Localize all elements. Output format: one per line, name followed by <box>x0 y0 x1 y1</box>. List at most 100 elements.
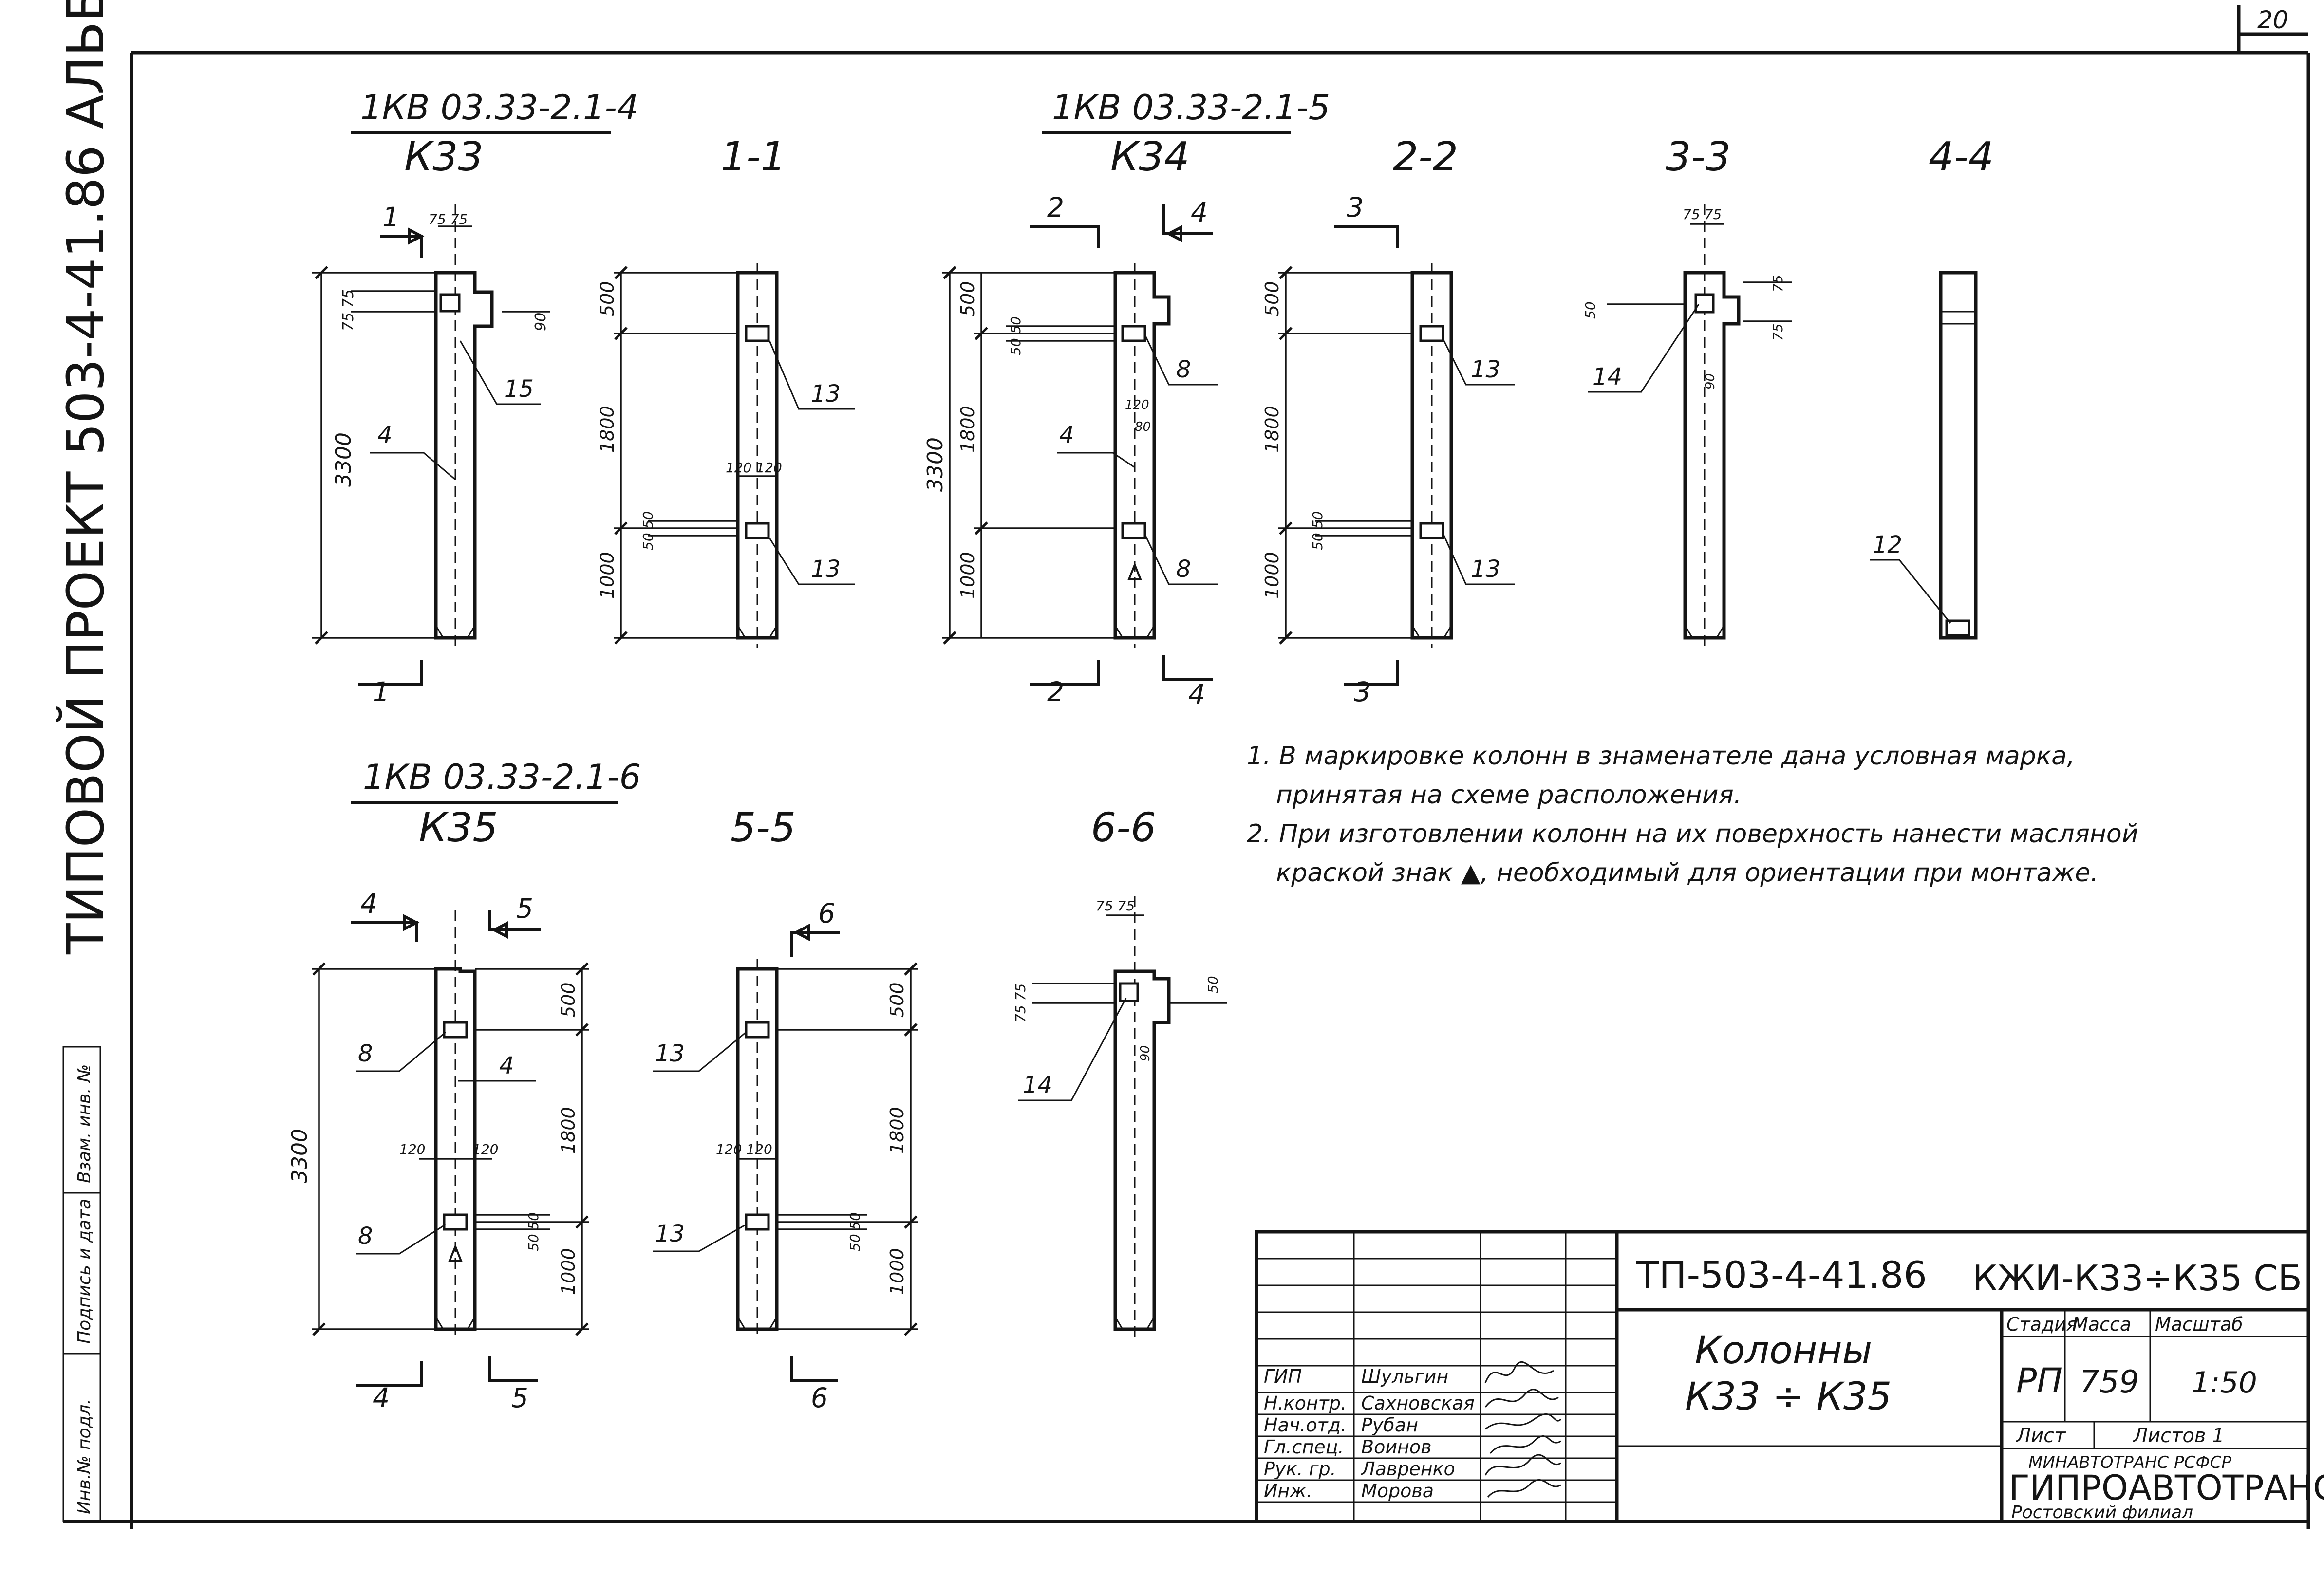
k34-dim-3300: 3300 <box>923 437 948 492</box>
k33-dim-75-75-top: 75 75 <box>429 211 468 227</box>
header-stage: Стадия <box>2006 1314 2078 1335</box>
s55-pos-13-bottom: 13 <box>655 1220 685 1247</box>
notes: 1. В маркировке колонн в знаменателе дан… <box>1247 742 2138 888</box>
s55-dim-1800: 1800 <box>886 1107 908 1154</box>
s33-dim-50: 50 <box>1582 301 1598 319</box>
s33-dim-75-bottom: 75 <box>1770 323 1786 341</box>
s55-mark-6-top: 6 <box>818 898 835 929</box>
sheet-number: 20 <box>2257 6 2288 34</box>
scale-value: 1:50 <box>2192 1366 2257 1400</box>
drawing-title-line-1: Колонны <box>1695 1329 1872 1373</box>
k34-dim-1000: 1000 <box>957 552 978 599</box>
s66-dim-50: 50 <box>1205 976 1221 993</box>
k35-mark-4-top: 4 <box>360 888 377 919</box>
drawing-title-line-2: К33 ÷ К35 <box>1685 1375 1892 1419</box>
view-titles: 1КВ 03.33-2.1-4 К33 1-1 1КВ 03.33-2.1-5 … <box>351 88 1994 851</box>
s55-dim-120-120: 120 120 <box>716 1141 772 1157</box>
k35-dim-120-right: 120 <box>472 1141 498 1157</box>
k35-mark-5-top: 5 <box>516 893 533 924</box>
k34-dim-1800: 1800 <box>957 406 978 453</box>
s55-pos-13-top: 13 <box>655 1040 685 1067</box>
name-row-6: Морова <box>1361 1480 1434 1502</box>
role-row-4: Гл.спец. <box>1264 1436 1344 1458</box>
stamp-replacement: Взам. инв. № <box>75 1064 94 1183</box>
name-row-5: Лавренко <box>1360 1458 1455 1480</box>
branch: Ростовский филиал <box>2011 1503 2193 1522</box>
role-row-5: Рук. гр. <box>1264 1458 1336 1480</box>
title-block: ТП-503-4-41.86 КЖИ-К33÷К35 СБ Колонны К3… <box>1255 1230 2324 1523</box>
s22-dim-1000: 1000 <box>1261 552 1283 599</box>
view-k34: 3300 500 1800 1000 50 50 120 80 2 4 2 4 … <box>923 192 1218 710</box>
role-row-1: ГИП <box>1264 1366 1302 1387</box>
k34-mark-4-bottom: 4 <box>1188 679 1205 710</box>
section-4-4-title: 4-4 <box>1929 134 1994 180</box>
stamp-inventory: Инв.№ подл. <box>75 1399 94 1514</box>
organization: ГИПРОАВТОТРАНС <box>2009 1468 2324 1508</box>
k33-section-mark-1-bottom: 1 <box>373 676 390 707</box>
k35-dim-3300: 3300 <box>287 1129 312 1183</box>
header-mass: Масса <box>2072 1314 2131 1335</box>
k35-pos-4: 4 <box>499 1052 514 1079</box>
k34-code: 1КВ 03.33-2.1-5 <box>1052 88 1330 128</box>
k34-dim-500: 500 <box>957 281 978 316</box>
k33-dim-75-75: 75 75 <box>340 289 357 331</box>
header-sheets: Листов 1 <box>2132 1425 2225 1447</box>
s22-dim-500: 500 <box>1261 281 1283 316</box>
side-stamp: Инв.№ подл. Подпись и дата Взам. инв. № <box>62 1046 101 1522</box>
s55-mark-6-bottom: 6 <box>811 1382 828 1413</box>
s11-dim-1800: 1800 <box>597 406 618 453</box>
role-row-6: Инж. <box>1264 1480 1312 1502</box>
view-section-3-3: 75 75 50 75 75 90 14 <box>1582 204 1792 648</box>
name-row-3: Рубан <box>1361 1414 1418 1436</box>
s11-pos-13-bottom: 13 <box>811 556 841 583</box>
s11-dim-500: 500 <box>597 281 618 316</box>
k35-dim-50-50: 50 50 <box>525 1212 542 1251</box>
name-row-1: Шульгин <box>1361 1366 1448 1387</box>
header-sheet: Лист <box>2015 1425 2066 1447</box>
k35-mark-4-bottom: 4 <box>373 1382 390 1413</box>
note-1-line-1: 1. В маркировке колонн в знаменателе дан… <box>1247 742 2075 771</box>
view-section-1-1: 500 1800 1000 50 50 120 120 13 13 <box>597 263 855 648</box>
view-section-4-4: 12 <box>1870 271 1978 640</box>
s11-dim-120-120: 120 120 <box>726 460 782 476</box>
k33-pos-15: 15 <box>504 375 534 403</box>
k35-name: К35 <box>419 805 498 851</box>
role-row-2: Н.контр. <box>1264 1392 1347 1414</box>
s33-dim-75-top: 75 <box>1770 275 1786 292</box>
stamp-signature-date: Подпись и дата <box>75 1199 94 1344</box>
s33-pos-14: 14 <box>1593 363 1622 390</box>
k33-code: 1КВ 03.33-2.1-4 <box>360 88 638 128</box>
sheet-code: КЖИ-К33÷К35 СБ <box>1972 1258 2302 1299</box>
k35-pos-8-bottom: 8 <box>358 1223 373 1250</box>
view-section-5-5: 500 1800 1000 50 50 120 120 6 6 13 13 <box>653 898 918 1413</box>
k35-dim-1800: 1800 <box>558 1107 579 1154</box>
s66-dim-90: 90 <box>1138 1045 1153 1061</box>
k33-dim-3300: 3300 <box>331 432 356 487</box>
k33-name: К33 <box>404 134 484 180</box>
k34-name: К34 <box>1110 134 1190 180</box>
note-1-line-2: принятая на схеме расположения. <box>1276 780 1742 810</box>
doc-code: ТП-503-4-41.86 <box>1636 1253 1927 1297</box>
view-section-2-2: 500 1800 1000 50 50 3 3 13 13 <box>1261 192 1515 707</box>
k34-mark-2-bottom: 2 <box>1047 676 1064 707</box>
note-2-line-1: 2. При изготовлении колонн на их поверхн… <box>1247 819 2138 849</box>
k35-pos-8-top: 8 <box>358 1040 373 1067</box>
k34-pos-8-top: 8 <box>1176 356 1191 383</box>
k33-pos-4: 4 <box>377 422 393 449</box>
s66-dim-75-75-left: 75 75 <box>1012 984 1029 1022</box>
section-5-5-title: 5-5 <box>731 805 796 851</box>
s22-mark-3-bottom: 3 <box>1354 676 1371 707</box>
role-row-3: Нач.отд. <box>1264 1414 1347 1436</box>
s66-pos-14: 14 <box>1023 1072 1052 1099</box>
view-k33: 3300 75 75 75 75 90 1 1 4 15 <box>312 202 550 707</box>
s55-dim-500: 500 <box>886 982 908 1018</box>
s33-dim-75-75: 75 75 <box>1683 206 1722 223</box>
s33-dim-90: 90 <box>1703 373 1718 390</box>
s55-dim-1000: 1000 <box>886 1248 908 1295</box>
k35-code: 1КВ 03.33-2.1-6 <box>363 757 641 797</box>
header-scale: Масштаб <box>2155 1314 2243 1335</box>
k35-mark-5-bottom: 5 <box>511 1382 528 1413</box>
view-k35: 3300 500 1800 1000 50 50 120 120 4 5 4 5… <box>287 888 589 1413</box>
k35-dim-500: 500 <box>558 982 579 1018</box>
